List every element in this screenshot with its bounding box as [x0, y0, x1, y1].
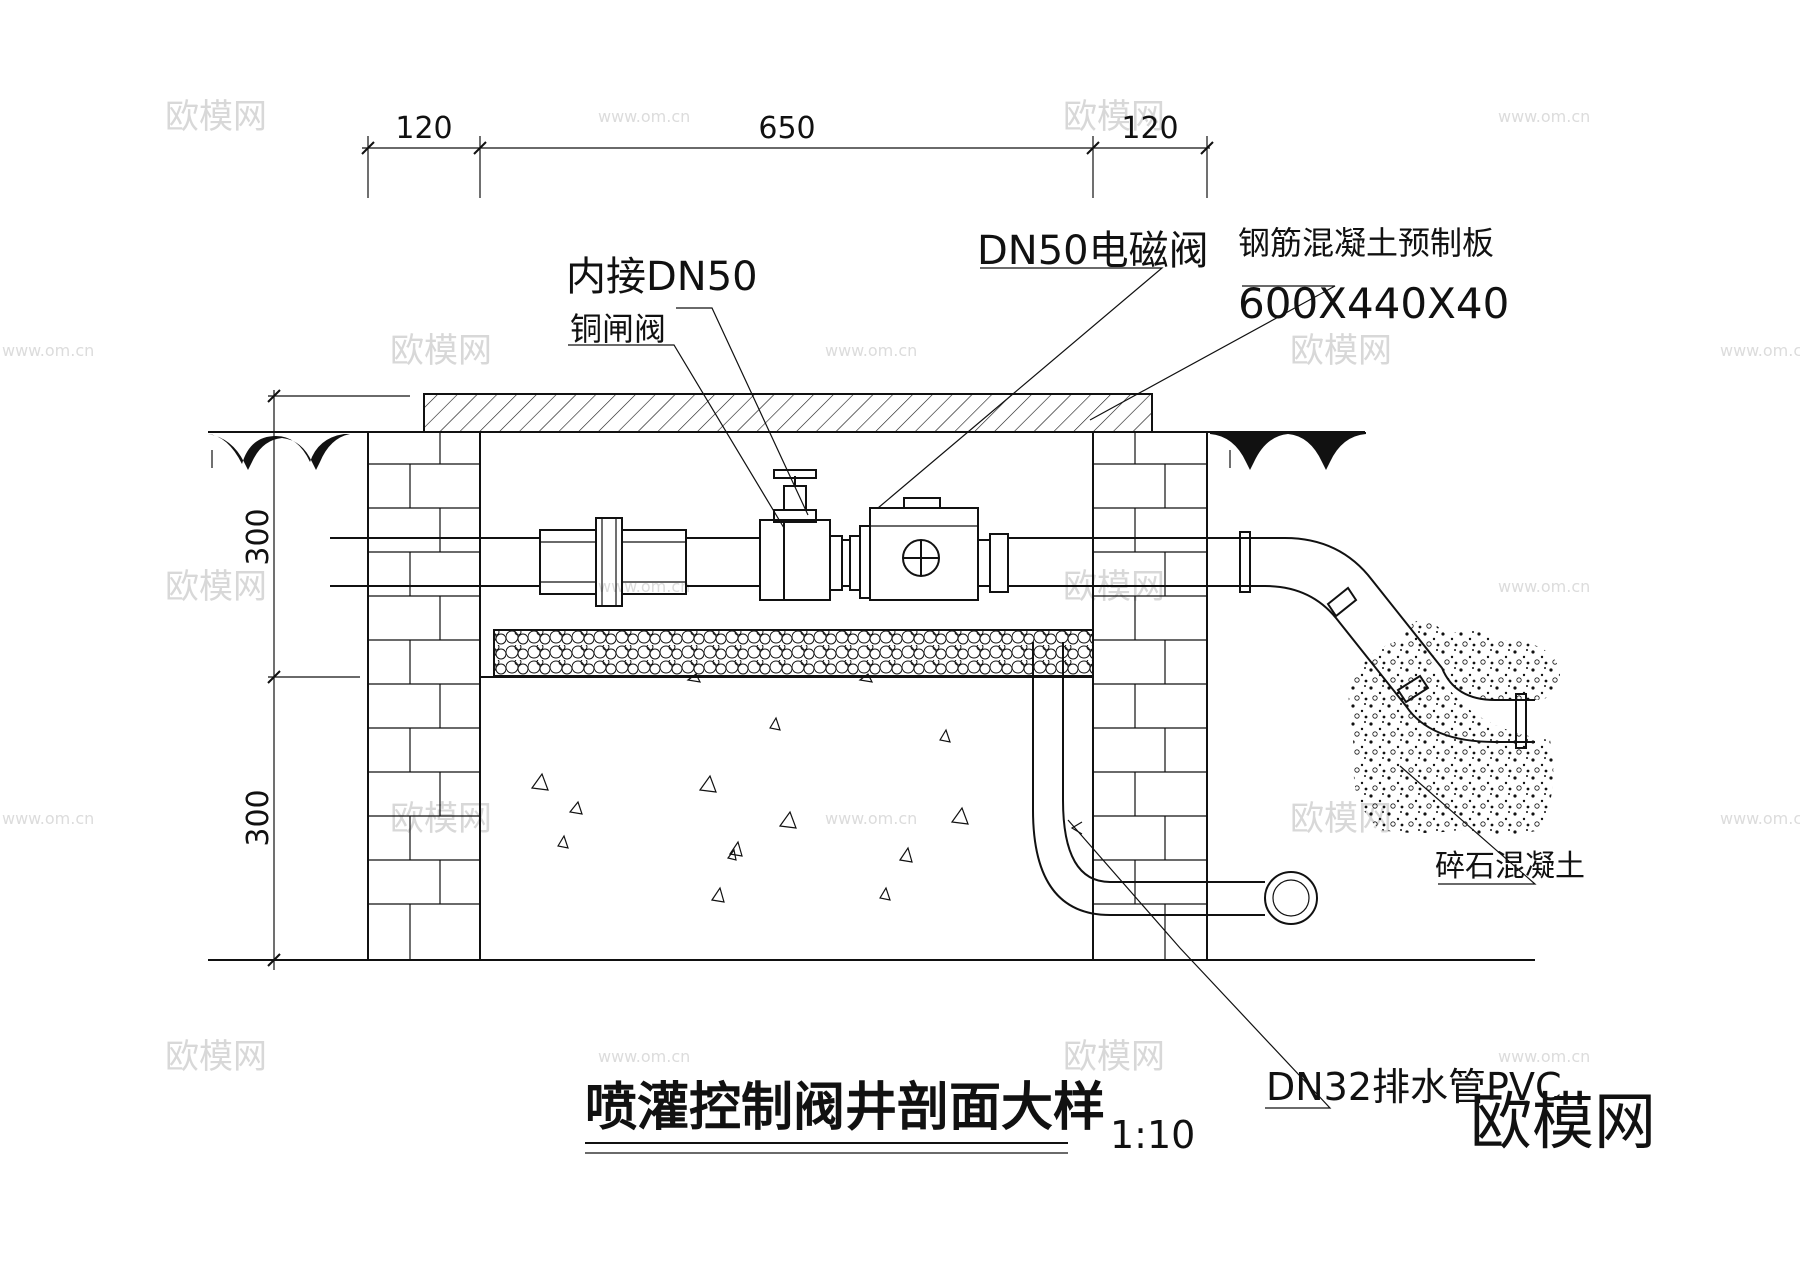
watermark-logo: 欧模网 [1470, 1085, 1656, 1158]
watermark-brand: 欧模网 [165, 97, 267, 137]
watermark-url: www.om.cn [1720, 341, 1800, 360]
gravel-concrete-surround [1348, 620, 1560, 835]
gravel-layer [493, 629, 1094, 677]
watermark-layer: 欧模网 欧模网 欧模网 欧模网 欧模网 欧模网 欧模网 欧模网 欧模网 欧模网 … [2, 97, 1800, 1077]
dimension-label: 300 [241, 508, 276, 565]
watermark-url: www.om.cn [825, 809, 917, 828]
watermark-url: www.om.cn [1498, 107, 1590, 126]
drawing-scale: 1:10 [1110, 1113, 1195, 1157]
solenoid-valve-label: DN50电磁阀 [977, 228, 1209, 274]
dimension-label: 120 [1121, 111, 1178, 146]
dimension-label: 120 [395, 111, 452, 146]
watermark-url: www.om.cn [1498, 1047, 1590, 1066]
drain-pipe [1032, 642, 1318, 925]
watermark-url: www.om.cn [1720, 809, 1800, 828]
leader-lines [568, 267, 1537, 1109]
watermark-brand: 欧模网 [1063, 1037, 1165, 1077]
watermark-brand: 欧模网 [165, 567, 267, 607]
slab-label: 钢筋混凝土预制板 [1238, 224, 1494, 262]
gravel-concrete-label: 碎石混凝土 [1435, 849, 1585, 884]
watermark-brand: 欧模网 [1290, 331, 1392, 371]
supply-pipe [330, 537, 1245, 587]
precast-cover-slab [423, 393, 1153, 433]
watermark-url: www.om.cn [1498, 577, 1590, 596]
brick-wall-right [1092, 431, 1208, 961]
left-dimension-line: 300 300 [241, 389, 410, 970]
brick-wall-left [367, 431, 481, 961]
dimension-label: 650 [758, 111, 815, 146]
watermark-url: www.om.cn [2, 341, 94, 360]
gate-valve-label: 内接DN50 [566, 254, 758, 300]
watermark-brand: 欧模网 [390, 331, 492, 371]
watermark-brand: 欧模网 [1063, 97, 1165, 137]
watermark-brand: 欧模网 [390, 799, 492, 839]
concrete-base [480, 673, 1093, 903]
copper-gate-valve [759, 469, 861, 601]
drawing-title: 喷灌控制阀井剖面大样 [585, 1078, 1105, 1138]
watermark-url: www.om.cn [598, 1047, 690, 1066]
dimension-label: 300 [241, 789, 276, 846]
watermark-brand: 欧模网 [165, 1037, 267, 1077]
top-dimension-line: 120 650 120 [361, 111, 1214, 198]
watermark-url: www.om.cn [2, 809, 94, 828]
watermark-url: www.om.cn [825, 341, 917, 360]
solenoid-valve [859, 497, 1009, 601]
pipe-union-coupling [539, 517, 687, 607]
ground-surface [208, 431, 1366, 470]
slab-size-label: 600X440X40 [1238, 279, 1509, 328]
gate-valve-label: 铜闸阀 [570, 310, 666, 348]
drain-pipe-label: DN32排水管PVC [1266, 1065, 1561, 1109]
watermark-url: www.om.cn [598, 107, 690, 126]
